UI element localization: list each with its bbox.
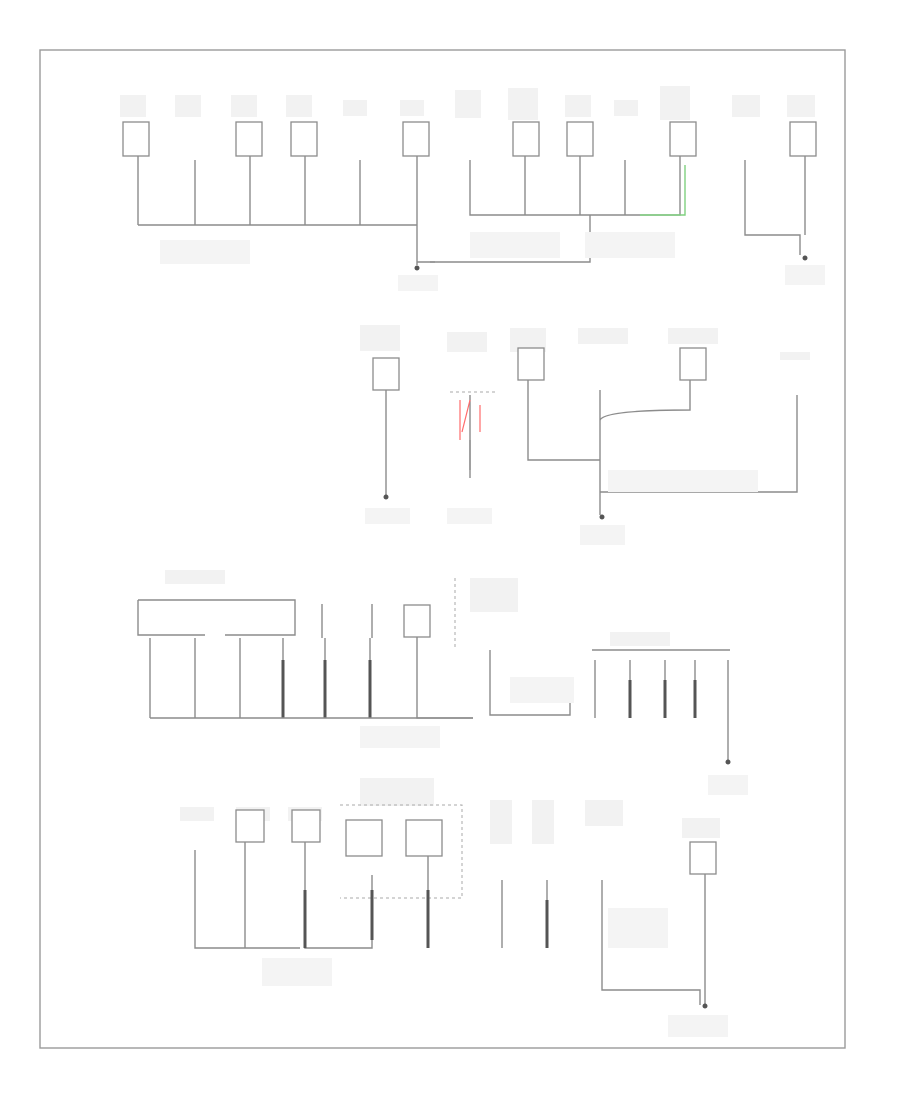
component-box (405, 819, 443, 857)
component-label (585, 800, 623, 826)
splice-note (262, 958, 332, 986)
section-top (120, 86, 825, 291)
component-label (578, 328, 628, 344)
component-box (512, 121, 540, 157)
ground-point (414, 265, 420, 271)
component-label (490, 800, 512, 844)
splice-note (360, 726, 440, 748)
ground-point (383, 494, 389, 500)
component-label (780, 352, 810, 360)
component-box (679, 347, 707, 381)
ground-label (398, 275, 438, 291)
component-box (235, 121, 263, 157)
ground-label (785, 265, 825, 285)
component-box (235, 809, 265, 843)
splice-note (470, 232, 560, 258)
component-label (682, 818, 720, 838)
component-box (789, 121, 817, 157)
splice-note (585, 232, 675, 258)
component-label (565, 95, 591, 117)
component-box (345, 819, 383, 857)
component-box (290, 121, 318, 157)
component-label (668, 328, 718, 344)
component-label (447, 332, 487, 352)
ground-point (802, 255, 808, 261)
component-label (400, 100, 424, 116)
ground-label (580, 525, 625, 545)
component-label (120, 95, 146, 117)
component-label (610, 632, 670, 646)
component-box (403, 604, 431, 638)
component-box (517, 347, 545, 381)
splice-note (160, 240, 250, 264)
component-label (470, 578, 518, 612)
component-label (660, 86, 690, 120)
component-label (508, 88, 538, 120)
component-box (689, 841, 717, 875)
section-second (360, 325, 810, 545)
component-box (291, 809, 321, 843)
component-box (566, 121, 594, 157)
component-label (343, 100, 367, 116)
ground-label (668, 1015, 728, 1037)
component-box (372, 357, 400, 391)
ground-label (708, 775, 748, 795)
component-box (402, 121, 430, 157)
section-bottom (180, 778, 728, 1037)
component-label (286, 95, 312, 117)
component-label (532, 800, 554, 844)
component-box (669, 121, 697, 157)
ground-point (599, 514, 605, 520)
component-label (165, 570, 225, 584)
component-label (175, 95, 201, 117)
component-label (614, 100, 638, 116)
ground-label (447, 508, 492, 524)
component-box (122, 121, 150, 157)
ground-label (365, 508, 410, 524)
component-label (732, 95, 760, 117)
section-third (137, 570, 748, 795)
splice-note (608, 908, 668, 948)
splice-note (608, 470, 758, 492)
diagram-frame (39, 49, 846, 1049)
component-label (231, 95, 257, 117)
component-label (360, 325, 400, 351)
splice-note (510, 677, 574, 703)
ground-point (725, 759, 731, 765)
component-label (180, 807, 214, 821)
ground-point (702, 1003, 708, 1009)
component-label (787, 95, 815, 117)
component-label (360, 778, 434, 806)
component-label (455, 90, 481, 118)
